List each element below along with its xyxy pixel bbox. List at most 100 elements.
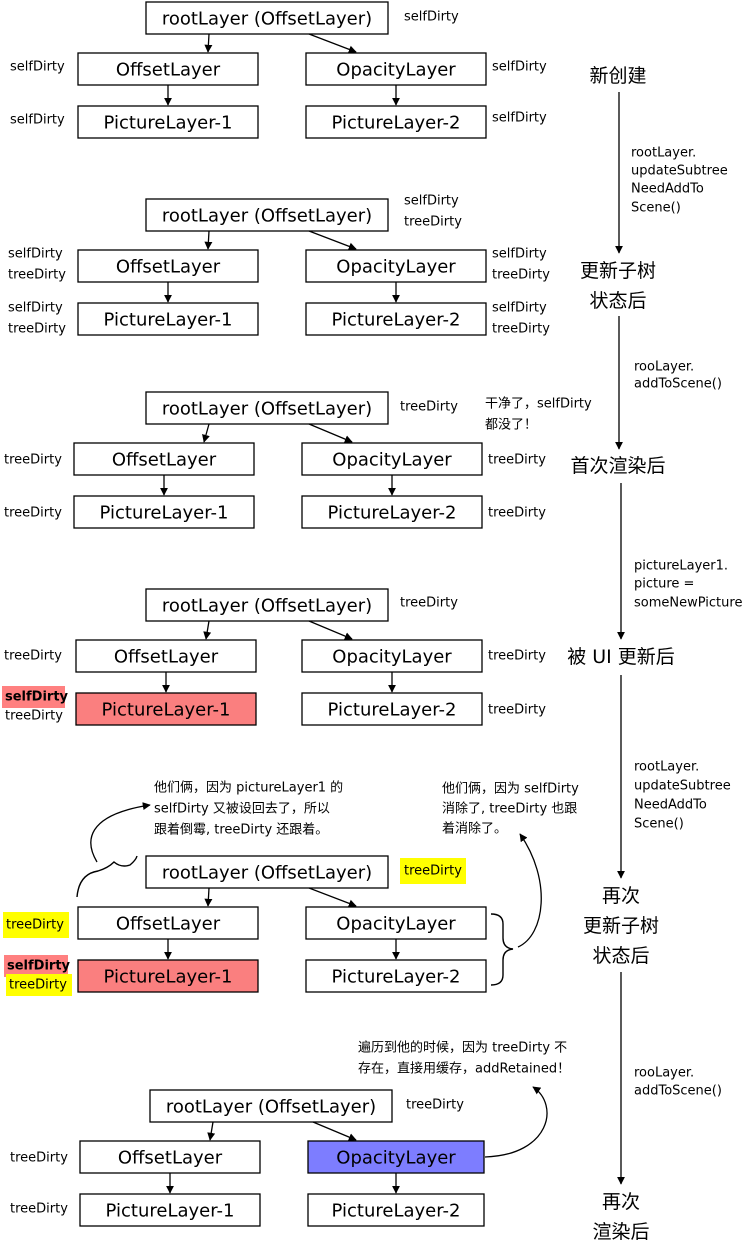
tree2-opacity-self-tag: selfDirty — [492, 247, 547, 262]
tree4-root-box — [145, 588, 389, 622]
tree6-offset-tree-tag: treeDirty — [10, 1151, 68, 1166]
transition-code-line-10: rootLayer. — [634, 760, 699, 775]
tree6-root-label: rootLayer (OffsetLayer) — [166, 1097, 376, 1118]
note-retained-line2: 存在，直接用缓存，addRetained！ — [358, 1061, 570, 1077]
tree1-pic2-self-tag: selfDirty — [492, 111, 547, 126]
tree2-pic1-self-tag: selfDirty — [8, 301, 63, 316]
tree1-edge-root-opacity — [308, 33, 357, 54]
step-after-ui-update: 被 UI 更新后 — [567, 646, 675, 668]
tree2-pic1-tree-tag: treeDirty — [8, 322, 66, 337]
tree6-pic1-tree-tag: treeDirty — [10, 1202, 68, 1217]
tree5-picture-layer-1-box — [77, 959, 259, 993]
tree2-opacity-tree-tag: treeDirty — [492, 268, 550, 283]
step-again-subtree-line2: 更新子树 — [583, 915, 659, 937]
tree1-offset-self-tag: selfDirty — [10, 60, 65, 75]
tree5-offset-layer-box — [77, 906, 259, 940]
tree5-pic1-self-tag: selfDirty — [7, 959, 71, 974]
transition-code-line-8: picture = — [634, 577, 694, 592]
transition-code-line-9: someNewPicture — [634, 596, 742, 611]
tree2-offset-self-tag: selfDirty — [8, 247, 63, 262]
transition-code-line-5: rooLayer. — [634, 360, 694, 375]
tree4-edge-root-opacity — [308, 620, 353, 640]
tree1-picture-layer-1-label: PictureLayer-1 — [104, 113, 233, 134]
tree3-picture-layer-2-label: PictureLayer-2 — [328, 503, 457, 524]
tree5-root-tree-tag: treeDirty — [404, 864, 462, 879]
tree1-offset-layer-box — [77, 52, 259, 86]
tree1-picture-layer-2-label: PictureLayer-2 — [332, 113, 461, 134]
tree4-offset-tree-tag: treeDirty — [4, 649, 62, 664]
tree2-offset-layer-label: OffsetLayer — [116, 257, 221, 278]
tree6-picture-layer-1-label: PictureLayer-1 — [106, 1201, 235, 1222]
tree1-picture-layer-1-box — [77, 105, 259, 139]
tree2-edge-root-opacity — [308, 230, 357, 251]
tree5-edge-root-opacity — [308, 887, 357, 908]
tree4-root-tree-tag: treeDirty — [400, 596, 458, 611]
note-right-line1: 他们俩，因为 selfDirty — [442, 782, 579, 797]
tree5-picture-layer-2-label: PictureLayer-2 — [332, 967, 461, 988]
transition-code-line-2: updateSubtree — [631, 164, 728, 179]
tree1-offset-layer-label: OffsetLayer — [116, 60, 221, 81]
tree3-opacity-layer-label: OpacityLayer — [332, 450, 452, 471]
tree3-offset-layer-label: OffsetLayer — [112, 450, 217, 471]
transition-code-line-12: NeedAddTo — [634, 798, 707, 813]
tree5-root-tree-highlight — [400, 858, 466, 884]
step-after-first-render: 首次渲染后 — [570, 455, 665, 477]
tree3-edge-root-opacity — [308, 423, 353, 443]
tree4-root-label: rootLayer (OffsetLayer) — [162, 596, 372, 617]
tree5-picture-layer-1-label: PictureLayer-1 — [104, 967, 233, 988]
tree6-root-tree-tag: treeDirty — [406, 1098, 464, 1113]
tree5-pic1-self-highlight — [4, 955, 68, 977]
tree3-opacity-tree-tag: treeDirty — [488, 453, 546, 468]
tree2-root-tree-tag: treeDirty — [404, 215, 462, 230]
tree3-offset-tree-tag: treeDirty — [4, 453, 62, 468]
tree4-picture-layer-1-box — [75, 692, 257, 726]
step-again-subtree-line3: 状态后 — [592, 945, 649, 967]
tree2-picture-layer-1-label: PictureLayer-1 — [104, 310, 233, 331]
transition-code-line-1: rootLayer. — [631, 146, 696, 161]
tree5-picture-layer-2-box — [305, 959, 487, 993]
step-after-subtree-update-line1: 更新子树 — [580, 260, 656, 282]
tree5-edge-root-offset — [204, 887, 213, 907]
tree2-picture-layer-2-label: PictureLayer-2 — [332, 310, 461, 331]
tree6-picture-layer-2-label: PictureLayer-2 — [332, 1201, 461, 1222]
transition-code-line-11: updateSubtree — [634, 779, 731, 794]
tree1-picture-layer-2-box — [305, 105, 487, 139]
tree6-root-box — [149, 1089, 393, 1123]
tree4-opacity-tree-tag: treeDirty — [488, 649, 546, 664]
tree2-root-label: rootLayer (OffsetLayer) — [162, 206, 372, 227]
tree2-pic2-tree-tag: treeDirty — [492, 322, 550, 337]
tree5-root-box — [145, 855, 389, 889]
tree3-root-label: rootLayer (OffsetLayer) — [162, 399, 372, 420]
tree5-pic1-tree-tag: treeDirty — [9, 978, 67, 993]
tree2-picture-layer-2-box — [305, 302, 487, 336]
transition-code-line-7: pictureLayer1. — [634, 559, 728, 574]
transition-code-line-6: addToScene() — [634, 377, 722, 392]
tree3-edge-root-offset — [202, 423, 210, 443]
tree6-picture-layer-1-box — [79, 1193, 261, 1227]
tree2-root-self-tag: selfDirty — [404, 194, 459, 209]
transition-code-line-14: rooLayer. — [634, 1066, 694, 1081]
tree4-picture-layer-2-box — [301, 692, 483, 726]
tree4-picture-layer-2-label: PictureLayer-2 — [328, 700, 457, 721]
tree3-picture-layer-2-box — [301, 495, 483, 529]
tree3-picture-layer-1-label: PictureLayer-1 — [100, 503, 229, 524]
tree5-offset-tree-tag: treeDirty — [6, 918, 64, 933]
tree4-pic1-tree-tag: treeDirty — [5, 709, 63, 724]
tree2-pic2-self-tag: selfDirty — [492, 301, 547, 316]
tree4-edge-root-offset — [203, 620, 212, 640]
arrow-right-note — [517, 833, 542, 948]
note-retained-line1: 遍历到他的时候，因为 treeDirty 不 — [358, 1040, 567, 1056]
tree2-offset-layer-box — [77, 249, 259, 283]
tree5-pic1-tree-highlight — [6, 974, 72, 996]
step-again-subtree-line1: 再次 — [602, 885, 640, 907]
tree1-edge-root-offset — [204, 33, 213, 53]
tree4-offset-layer-box — [75, 639, 257, 673]
transition-code-line-13: Scene() — [634, 817, 684, 832]
tree3-picture-layer-1-box — [73, 495, 255, 529]
tree4-offset-layer-label: OffsetLayer — [114, 647, 219, 668]
tree2-offset-tree-tag: treeDirty — [8, 268, 66, 283]
note-clean-line2: 都没了！ — [485, 418, 537, 433]
transition-code-line-3: NeedAddTo — [631, 182, 704, 197]
note-left-line2: selfDirty 又被设回去了，所以 — [154, 802, 330, 817]
